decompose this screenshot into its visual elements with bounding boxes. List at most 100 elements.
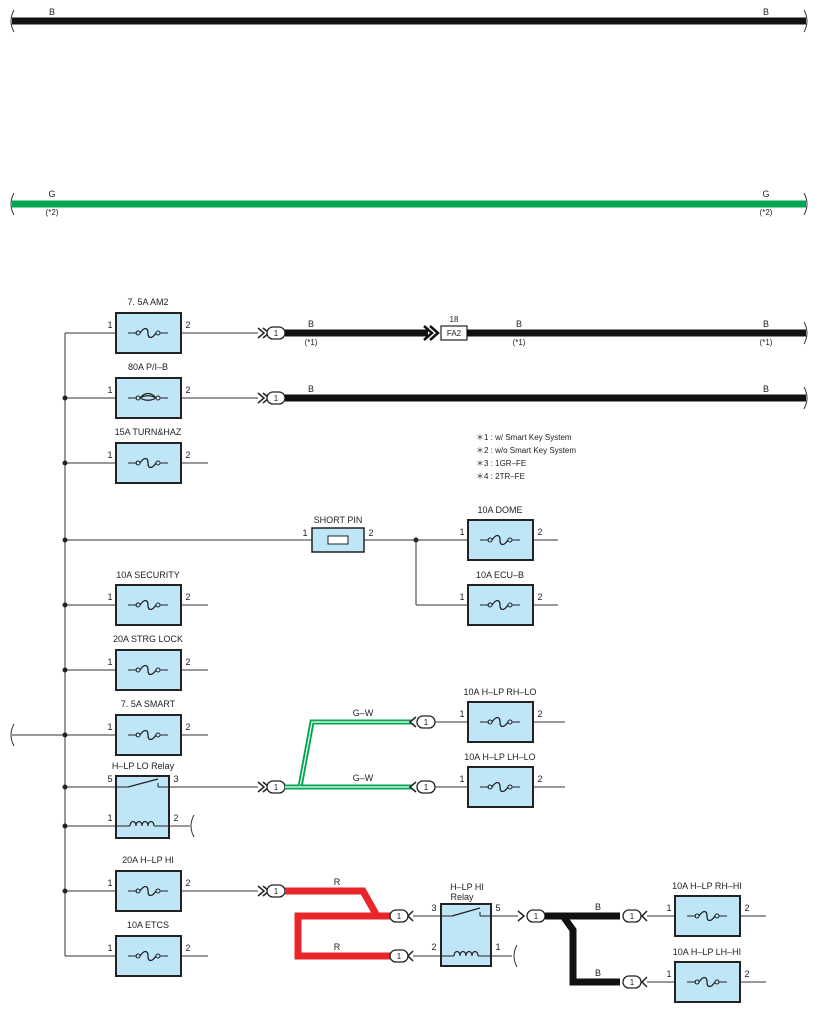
pin-number: 1 [302, 528, 307, 538]
pin-number: 1 [666, 969, 671, 979]
legend-item: ＊3 : 1GR–FE [476, 459, 526, 468]
wire-color-label: B [308, 319, 314, 329]
fuse-label: 10A DOME [477, 505, 522, 515]
fuse-label: 10A H–LP RH–HI [672, 881, 742, 891]
pin-number: 2 [185, 320, 190, 330]
am2-output-wire: 1 FA2 18 B B B (*1) (*1) (*1) [257, 315, 808, 347]
pin-number: 1 [107, 320, 112, 330]
legend-item: ＊1 : w/ Smart Key System [476, 433, 572, 442]
legend-item: ＊2 : w/o Smart Key System [476, 446, 576, 455]
connector-pin: 1 [424, 718, 429, 727]
fuse-label: 10A SECURITY [116, 570, 180, 580]
pin-number: 3 [431, 903, 436, 913]
connector-pin: 1 [424, 783, 429, 792]
fuse-label: 7. 5A SMART [121, 699, 176, 709]
main-bus [10, 332, 322, 957]
wire-color-label: G–W [353, 773, 374, 783]
top-g-wire: G G (*2) (*2) [10, 189, 808, 217]
variant-note: (*2) [46, 208, 59, 217]
fuse-label: 20A STRG LOCK [113, 634, 183, 644]
hi-output-wires: 1 B B 1 1 [491, 902, 675, 989]
pin-number: 1 [107, 878, 112, 888]
pin-number: 1 [107, 450, 112, 460]
connector-label: FA2 [447, 329, 462, 338]
pin-number: 1 [107, 592, 112, 602]
pin-number: 2 [185, 943, 190, 953]
relay-label: H–LP HI [450, 882, 484, 892]
fuse-label: 15A TURN&HAZ [115, 427, 182, 437]
fuse-label: 20A H–LP HI [122, 855, 174, 865]
wire-color-label: B [763, 319, 769, 329]
pin-number: 1 [107, 385, 112, 395]
fuse-hlp-lh-lo: 10A H–LP LH–LO 1 2 [459, 752, 565, 808]
fuse-label: 10A H–LP LH–HI [673, 947, 741, 957]
fuse-label: 10A H–LP LH–LO [464, 752, 535, 762]
fuse-pib: 80A P/I–B 1 2 [107, 362, 258, 419]
pin-number: 2 [744, 969, 749, 979]
wire-color-label: B [763, 384, 769, 394]
fuse-etcs: 10A ETCS 1 2 [107, 920, 208, 977]
gw-wires: 1 G–W G–W 1 1 [257, 708, 468, 794]
connector-pin: 1 [274, 783, 279, 792]
fuse-am2: 7. 5A AM2 1 2 [107, 297, 258, 354]
pin-number: 1 [459, 709, 464, 719]
variant-note: (*1) [513, 338, 526, 347]
connector-pin: 1 [274, 394, 279, 403]
connector-pin: 1 [397, 952, 402, 961]
pin-number: 1 [107, 943, 112, 953]
fuse-dome: 10A DOME 1 2 [459, 505, 558, 561]
pin-number: 1 [666, 903, 671, 913]
pin-number: 5 [495, 903, 500, 913]
pin-number: 2 [431, 942, 436, 952]
relay-hlp-lo: H–LP LO Relay 5 3 1 2 [107, 761, 258, 839]
pin-number: 1 [495, 942, 500, 952]
fuse-hlp-rh-lo: 10A H–LP RH–LO 1 2 [459, 687, 565, 743]
fuse-strg-lock: 20A STRG LOCK 1 2 [107, 634, 208, 691]
wire-color-label: B [308, 384, 314, 394]
relay-label: H–LP LO Relay [112, 761, 175, 771]
pin-number: 5 [107, 774, 112, 784]
wire-color-label: R [334, 877, 341, 887]
wire-color-label: G [762, 189, 769, 199]
fuse-hlp-rh-hi: 10A H–LP RH–HI 1 2 [666, 881, 766, 937]
r-wires: 1 R R 1 1 [257, 877, 441, 963]
connector-pin: 1 [630, 978, 635, 987]
wire-color-label: B [49, 7, 55, 17]
fuse-label: 10A H–LP RH–LO [464, 687, 537, 697]
variant-note: (*2) [760, 208, 773, 217]
fuse-label: 7. 5A AM2 [127, 297, 168, 307]
connector-pin: 1 [274, 887, 279, 896]
fuse-turn-haz: 15A TURN&HAZ 1 2 [107, 427, 208, 484]
pin-number: 1 [107, 813, 112, 823]
pin-number: 2 [173, 813, 178, 823]
pin-number: 2 [744, 903, 749, 913]
connector-number: 18 [450, 315, 459, 324]
pin-number: 2 [185, 722, 190, 732]
pin-number: 1 [459, 774, 464, 784]
fuse-security: 10A SECURITY 1 2 [107, 570, 208, 626]
connector-pin: 1 [274, 329, 279, 338]
pin-number: 2 [185, 657, 190, 667]
wire-color-label: B [595, 902, 601, 912]
fuse-hlp-lh-hi: 10A H–LP LH–HI 1 2 [666, 947, 766, 1003]
top-b-wire: B B [10, 7, 808, 33]
pin-number: 2 [537, 592, 542, 602]
wire-color-label: G–W [353, 708, 374, 718]
fuse-ecu-b: 10A ECU–B 1 2 [459, 570, 558, 626]
short-pin: SHORT PIN 1 2 [302, 515, 468, 606]
pin-number: 1 [107, 657, 112, 667]
legend-item: ＊4 : 2TR–FE [476, 472, 525, 481]
relay-label: Relay [450, 892, 474, 902]
pib-output-wire: 1 B B [257, 384, 808, 410]
fuse-hlp-hi: 20A H–LP HI 1 2 [107, 855, 258, 912]
fuse-label: 10A ETCS [127, 920, 169, 930]
pin-number: 2 [185, 592, 190, 602]
wire-color-label: B [595, 968, 601, 978]
variant-note: (*1) [760, 338, 773, 347]
relay-hlp-hi: H–LP HI Relay 3 5 2 1 [431, 882, 518, 968]
wire-color-label: G [48, 189, 55, 199]
wire-color-label: R [334, 942, 341, 952]
connector-pin: 1 [630, 912, 635, 921]
connector-pin: 1 [397, 912, 402, 921]
